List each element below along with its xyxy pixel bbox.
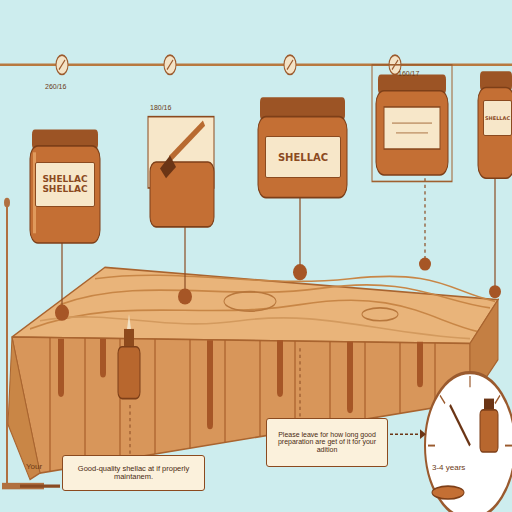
board-line: [189, 339, 190, 448]
board-line: [84, 338, 85, 466]
pole-cap: [4, 198, 10, 208]
wood-knot: [224, 292, 276, 311]
date-label: 180/16: [150, 104, 171, 111]
icon-mark: [59, 60, 65, 70]
wood-grain: [30, 300, 480, 332]
beam-end: [8, 337, 40, 480]
beam-top: [12, 267, 498, 343]
drip: [58, 339, 64, 397]
jar-frame: [372, 65, 452, 182]
shellac-blob: [293, 264, 307, 280]
wood-knot: [362, 308, 398, 321]
jar-label-text: SHELLAC: [42, 175, 87, 185]
jar-label-blank: [384, 107, 440, 149]
shellac-blob: [178, 288, 192, 304]
stem: [184, 227, 185, 292]
gauge-tick: [495, 395, 500, 403]
board-line: [364, 342, 365, 419]
drip: [347, 342, 353, 413]
dropper-bottle: [118, 347, 140, 399]
timeline-icons: [56, 55, 401, 74]
board-line: [259, 341, 260, 437]
gauge-tick: [428, 445, 435, 447]
bottle-neck: [124, 329, 134, 348]
shellac-dish: [432, 486, 464, 499]
gauge-bottle: [480, 410, 498, 452]
note-box: Please leave for how long good preparati…: [266, 418, 388, 467]
rod: [20, 484, 60, 487]
pointer-arrow: [390, 433, 420, 435]
shellac-jar: [258, 117, 347, 198]
stem: [424, 178, 425, 259]
label-mark: [396, 132, 428, 134]
gauge-needle: [450, 405, 470, 446]
note-text: Good-quality shellac at if properly main…: [66, 465, 201, 482]
gauge-tick: [505, 445, 512, 447]
brush-handle: [170, 123, 204, 159]
stem: [61, 243, 62, 308]
jar-label: SHELLACSHELLAC: [35, 162, 95, 207]
stem: [299, 198, 300, 268]
gauge-tick: [469, 376, 470, 387]
board-line: [49, 337, 50, 471]
shellac-blob: [419, 258, 431, 271]
date-label: 260/16: [45, 83, 66, 90]
board-line: [329, 342, 330, 425]
duration-label: 3-4 years: [432, 463, 465, 472]
beam-front: [12, 337, 470, 473]
stem: [494, 178, 495, 288]
shellac-jar: [376, 91, 448, 175]
timeline-icon: [56, 55, 68, 74]
leader-line: [130, 405, 131, 455]
wood-grain: [40, 317, 470, 339]
gauge-dial: [425, 373, 512, 512]
blobs: [55, 258, 501, 321]
drip: [207, 340, 213, 429]
gauge-ticks: [428, 376, 512, 446]
jar-label: SHELLAC: [265, 136, 341, 178]
board-line: [399, 343, 400, 414]
shellac-jar: [30, 146, 100, 243]
arrow-head: [420, 429, 426, 439]
jar-label-text: SHELLAC: [485, 116, 510, 122]
drip: [417, 342, 423, 387]
drip: [277, 340, 283, 397]
shellac-blob: [55, 305, 69, 321]
wood-grain: [95, 275, 495, 301]
jar-label-text: SHELLAC: [42, 185, 87, 195]
drip: [100, 339, 106, 378]
timeline-icon: [164, 55, 176, 74]
shellac-jar: [150, 162, 214, 227]
drips: [58, 339, 423, 430]
note-box: Good-quality shellac at if properly main…: [62, 455, 205, 491]
shellac-jar: [478, 87, 512, 178]
icon-mark: [287, 60, 293, 70]
pole: [6, 203, 8, 487]
text-label: Your: [26, 462, 42, 471]
brush-bristles: [160, 156, 176, 179]
note-text: Please leave for how long good preparati…: [270, 431, 384, 454]
shellac-blob: [489, 285, 501, 298]
board-line: [224, 340, 225, 442]
bottle-tip: [127, 314, 131, 329]
timeline-icon: [284, 55, 296, 74]
date-label: 160/17: [398, 70, 419, 77]
label-mark: [392, 122, 432, 124]
board-lines: [50, 337, 435, 471]
jar-label-text: SHELLAC: [278, 152, 328, 163]
jar-label: SHELLAC: [483, 100, 512, 136]
leader-line: [300, 348, 301, 421]
gauge-tick: [440, 395, 445, 403]
icon-mark: [167, 60, 173, 70]
board-line: [154, 339, 155, 454]
